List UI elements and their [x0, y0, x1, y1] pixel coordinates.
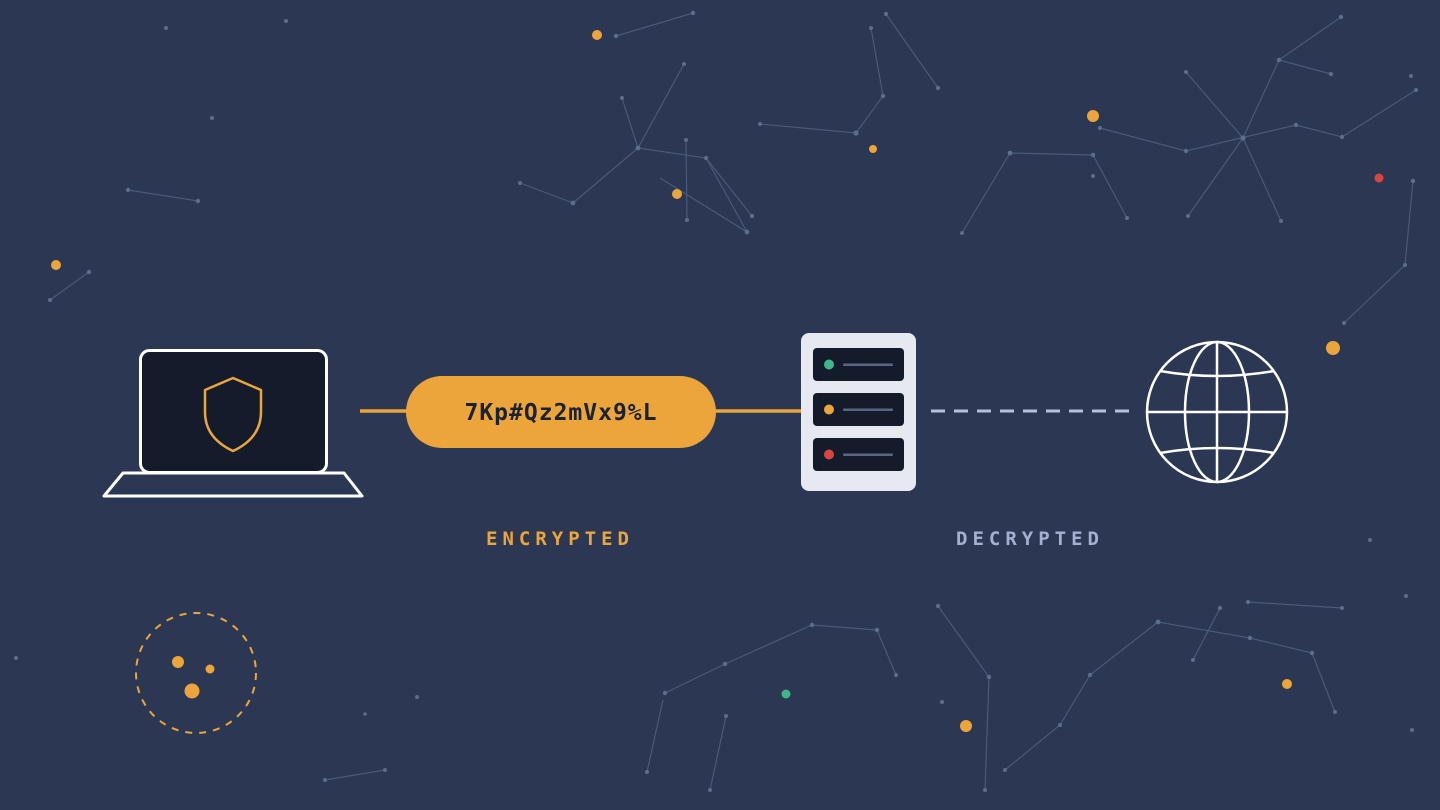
server-unit	[813, 438, 904, 471]
status-light-red	[824, 449, 834, 460]
server-unit	[813, 348, 904, 381]
server-unit	[813, 393, 904, 426]
status-light-green	[824, 359, 834, 370]
accent-stars	[51, 30, 1384, 732]
orbit-icon	[135, 612, 257, 734]
decrypted-label: DECRYPTED	[956, 528, 1104, 550]
server-icon	[801, 333, 916, 491]
status-light-orange	[824, 404, 834, 415]
encrypted-label: ENCRYPTED	[486, 528, 634, 550]
ciphertext-pill: 7Kp#Qz2mVx9%L	[406, 376, 716, 448]
shield-icon	[203, 376, 263, 453]
constellation-dots	[14, 10, 1418, 792]
laptop-icon	[102, 349, 364, 498]
ciphertext-text: 7Kp#Qz2mVx9%L	[464, 400, 657, 426]
globe-icon	[1145, 340, 1289, 484]
